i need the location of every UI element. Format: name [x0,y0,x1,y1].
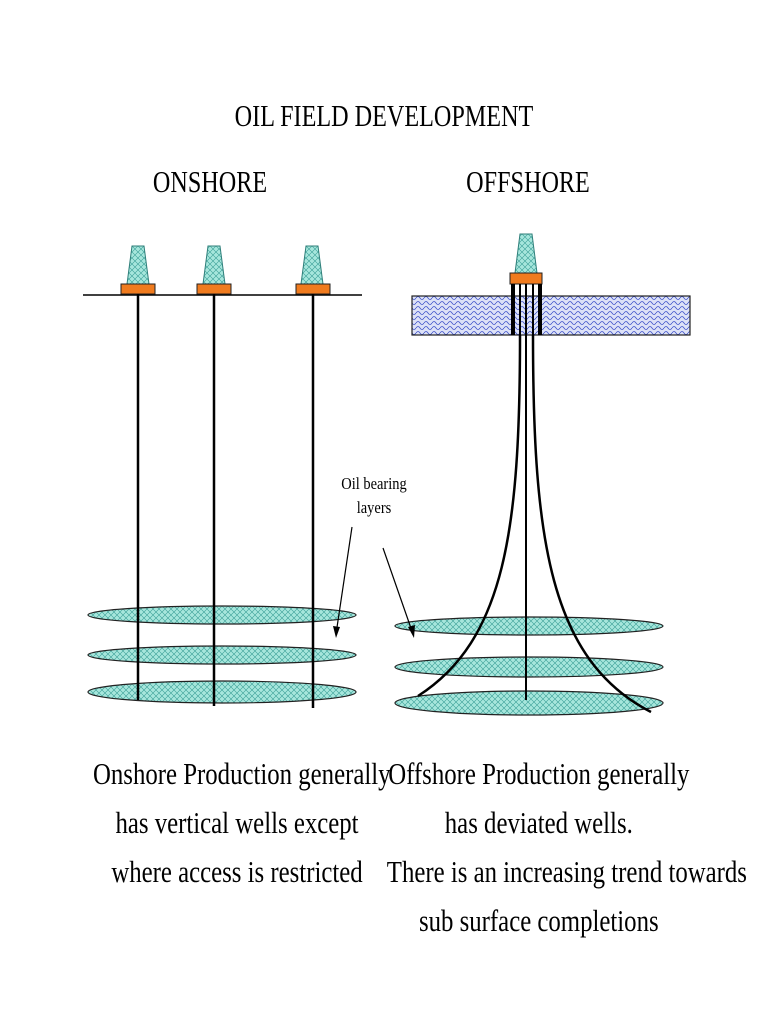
rig-base [509,272,543,285]
offshore-caption: Offshore Production generally has deviat… [386,749,747,945]
caption-line: has vertical wells except [115,805,359,840]
caption-line: There is an increasing trend towards [386,854,747,889]
caption-line: where access is restricted [111,854,363,889]
rig-base [196,283,232,295]
diagram-title: OIL FIELD DEVELOPMENT [234,98,534,133]
caption-line: sub surface completions [418,903,659,938]
arrowhead [333,626,340,638]
derrick-icon [126,245,150,285]
onshore-reservoir-layer-3 [87,680,357,704]
rig-base [295,283,331,295]
onshore-caption: Onshore Production generally has vertica… [93,749,391,896]
annotation-arrows [333,526,415,638]
onshore-heading: ONSHORE [152,164,268,199]
caption-line: has deviated wells. [444,805,633,840]
arrow-to-offshore-layer [382,547,414,635]
rig-base [120,283,156,295]
derrick-icon [514,233,538,274]
arrow-to-onshore-layer [335,526,353,635]
onshore-rig-2 [196,245,232,295]
derrick-icon [300,245,324,285]
onshore-reservoir-layer-2 [87,645,357,665]
sea-layer [411,295,691,336]
label-line: layers [356,498,392,517]
offshore-rig [509,233,543,285]
deviated-well-left [417,334,522,698]
caption-line: Offshore Production generally [388,756,690,791]
offshore-reservoir-layer-3 [394,690,664,716]
offshore-reservoir-layer-2 [394,656,664,678]
well-conductors [511,284,542,335]
caption-line: Onshore Production generally [93,756,391,791]
onshore-section [83,245,362,708]
offshore-section [394,233,691,716]
offshore-heading: OFFSHORE [466,164,590,199]
onshore-rig-1 [120,245,156,295]
deviated-well-right [531,334,652,714]
onshore-rig-3 [295,245,331,295]
onshore-reservoir-layer-1 [87,605,357,625]
label-line: Oil bearing [341,474,407,493]
derrick-icon [202,245,226,285]
oil-bearing-layers-label: Oil bearing layers [330,472,418,520]
arrowhead [408,625,415,638]
offshore-reservoir-layer-1 [394,616,664,636]
